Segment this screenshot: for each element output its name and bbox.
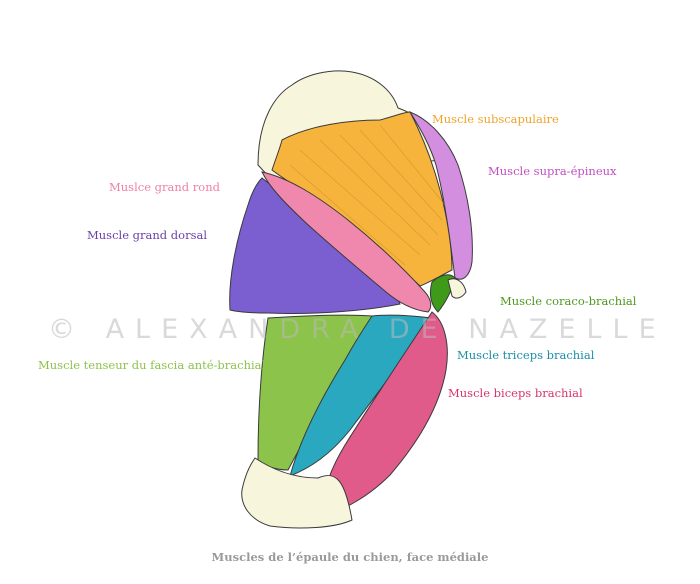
humerus-head-bone	[447, 278, 467, 299]
label-muscle-supra-epineux: Muscle supra-épineux	[488, 164, 617, 178]
muscle-supra-epineux	[408, 110, 473, 280]
label-muscle-grand-dorsal: Muscle grand dorsal	[87, 228, 208, 242]
copyright-watermark: © ALEXANDRA DE NAZELLE	[48, 314, 667, 345]
muscle-fibre-lines	[289, 124, 446, 266]
distal-humerus-bone	[241, 457, 353, 529]
label-muscle-grand-rond: Muslce grand rond	[109, 180, 220, 194]
label-muscle-tenseur-fascia: Muscle tenseur du fascia anté-brachial	[38, 358, 266, 372]
muscle-biceps-brachial	[323, 311, 448, 516]
label-muscle-subscapulaire: Muscle subscapulaire	[432, 112, 559, 126]
muscle-grand-rond	[261, 171, 432, 313]
figure-caption: Muscles de l’épaule du chien, face média…	[211, 550, 489, 564]
label-muscle-triceps-brachial: Muscle triceps brachial	[457, 348, 595, 362]
label-muscle-biceps-brachial: Muscle biceps brachial	[448, 386, 583, 400]
label-muscle-coraco-brachial: Muscle coraco-brachial	[500, 294, 637, 308]
